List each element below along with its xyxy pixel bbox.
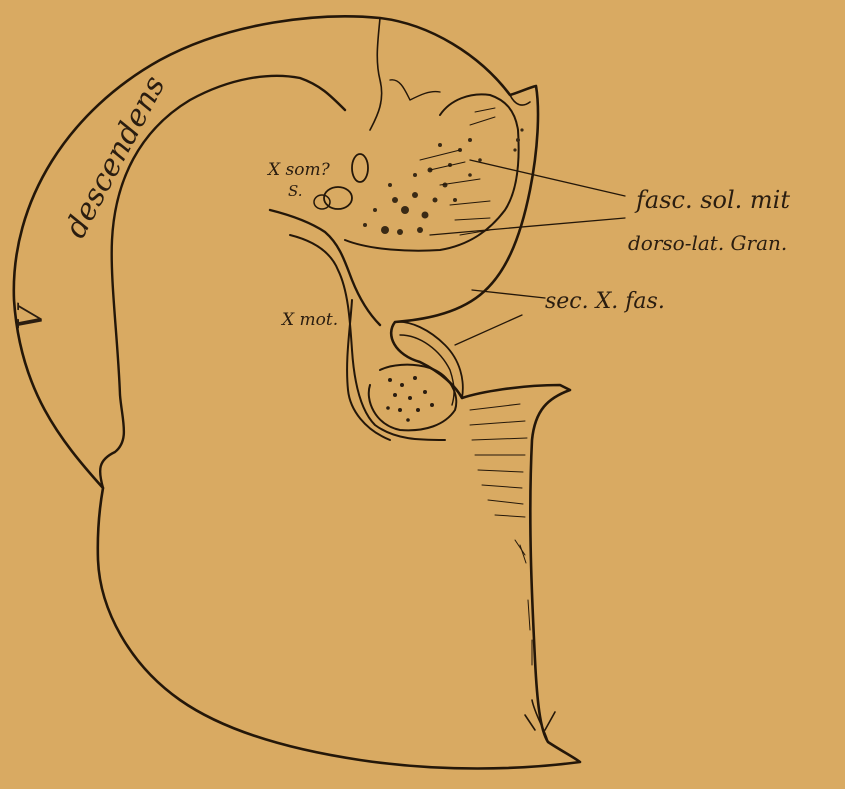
label-roman-v: V [11,302,51,330]
label-x-mot: X mot. [280,310,338,330]
label-s: S. [288,182,303,200]
label-dorso-lat-gran: dorso-lat. Gran. [628,231,787,255]
label-x-som: X som? [266,160,331,180]
label-sec-x-fas: sec. X. fas. [545,289,665,314]
label-fasc-sol-mit: fasc. sol. mit [634,186,790,214]
